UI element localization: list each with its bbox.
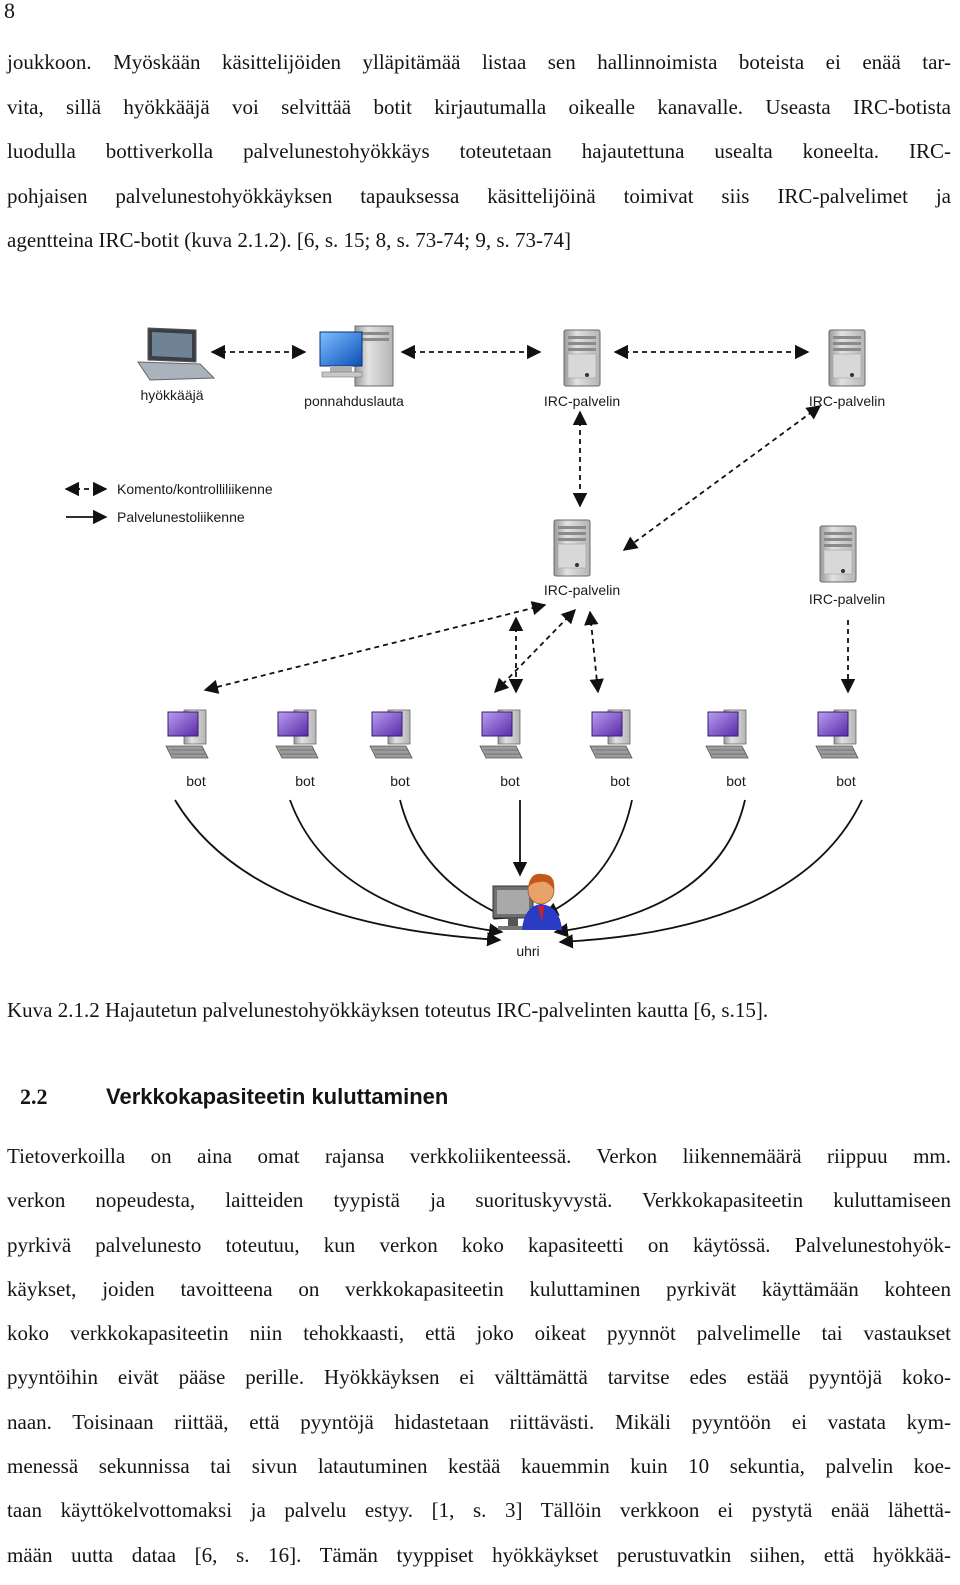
- bot-icon: [275, 709, 319, 759]
- bot-icon: [165, 709, 209, 759]
- irc-server-label: IRC-palvelin: [809, 591, 885, 607]
- bot-label: bot: [610, 773, 630, 789]
- bot-icon: [479, 709, 523, 759]
- text-line: taan käyttökelvottomaksi ja palvelu esty…: [7, 1498, 951, 1523]
- stepping-stone-label: ponnahduslauta: [304, 393, 404, 409]
- body-paragraph: Tietoverkoilla on aina omat rajansa verk…: [7, 1134, 951, 1577]
- bot-icon: [589, 709, 633, 759]
- text-line: käykset, joiden tavoitteena on verkkokap…: [7, 1276, 951, 1301]
- figure-caption: Kuva 2.1.2 Hajautetun palvelunestohyökkä…: [7, 998, 769, 1022]
- bot-label: bot: [390, 773, 410, 789]
- irc-server-icon: [828, 329, 866, 387]
- legend-dos-label: Palvelunestoliikenne: [117, 509, 245, 525]
- attacker-label: hyökkääjä: [140, 387, 203, 403]
- text-line: vita, sillä hyökkääjä voi selvittää boti…: [7, 94, 951, 119]
- irc-server-label: IRC-palvelin: [809, 393, 885, 409]
- text-line: naan. Toisinaan riittää, että pyyntöjä h…: [7, 1409, 951, 1434]
- text-line: agentteina IRC-botit (kuva 2.1.2). [6, s…: [7, 228, 572, 253]
- bot-icon: [705, 709, 749, 759]
- irc-ddos-diagram: hyökkääjä ponnahduslauta IRC-palvelin IR…: [0, 300, 960, 980]
- stepping-stone-icon: [319, 325, 394, 387]
- attacker-laptop-icon: [137, 327, 216, 381]
- text-line: Tietoverkoilla on aina omat rajansa verk…: [7, 1144, 951, 1168]
- bot-icon: [815, 709, 859, 759]
- text-line: menessä sekunnissa tai sivun latautumine…: [7, 1454, 951, 1479]
- legend: Komento/kontrolliliikenne Palvelunestoli…: [64, 481, 273, 525]
- text-line: mään uutta dataa [6, s. 16]. Tämän tyypp…: [7, 1542, 951, 1567]
- legend-command-label: Komento/kontrolliliikenne: [117, 481, 273, 497]
- victim-label: uhri: [516, 943, 539, 959]
- irc-server-icon: [563, 329, 601, 387]
- irc-server-label: IRC-palvelin: [544, 393, 620, 409]
- bot-label: bot: [836, 773, 856, 789]
- bot-label: bot: [500, 773, 520, 789]
- irc-server-icon: [819, 525, 857, 583]
- text-line: joukkoon. Myöskään käsittelijöiden ylläp…: [7, 50, 951, 74]
- section-title: Verkkokapasiteetin kuluttaminen: [106, 1084, 449, 1109]
- bot-label: bot: [295, 773, 315, 789]
- irc-server-label: IRC-palvelin: [544, 582, 620, 598]
- text-line: pohjaisen palvelunestohyökkäyksen tapauk…: [7, 183, 951, 208]
- section-number: 2.2: [20, 1084, 48, 1109]
- intro-paragraph: joukkoon. Myöskään käsittelijöiden ylläp…: [7, 40, 951, 263]
- text-line: luodulla bottiverkolla palvelunestohyökk…: [7, 139, 951, 164]
- page-number: 8: [4, 0, 15, 23]
- bot-label: bot: [186, 773, 206, 789]
- irc-server-icon: [553, 519, 591, 577]
- text-line: verkon nopeudesta, laitteiden tyypistä j…: [7, 1188, 951, 1213]
- bot-icon: [369, 709, 413, 759]
- victim-icon: [492, 873, 562, 930]
- text-line: pyyntöihin eivät pääse perille. Hyökkäyk…: [7, 1365, 951, 1390]
- text-line: pyrkivä palvelunesto toteutuu, kun verko…: [7, 1232, 951, 1257]
- text-line: koko verkkokapasiteetin niin tehokkaasti…: [7, 1321, 951, 1346]
- bot-label: bot: [726, 773, 746, 789]
- section-heading: 2.2 Verkkokapasiteetin kuluttaminen: [20, 1080, 448, 1114]
